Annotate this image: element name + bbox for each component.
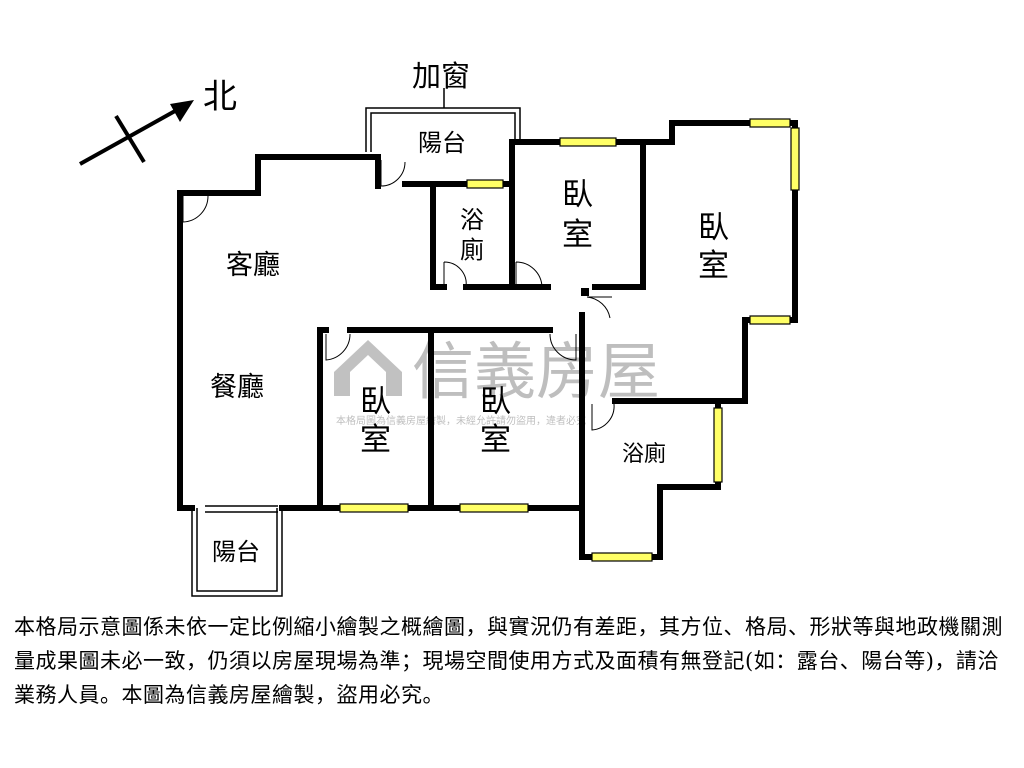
watermark: 信義房屋 本格局圖為信義房屋繪製，未經允許請勿盜用，違者必究 <box>334 335 660 427</box>
windows <box>339 118 800 562</box>
window-bedroom-b-side <box>790 127 800 191</box>
door-bath-small <box>443 261 467 288</box>
label-bath-small-1: 浴 <box>460 206 484 234</box>
label-bedroom-d-1: 臥 <box>480 384 511 420</box>
watermark-notice: 本格局圖為信義房屋繪製，未經允許請勿盜用，違者必究 <box>336 414 586 427</box>
door-bedroom-d <box>549 333 577 361</box>
floor-plan: 信義房屋 本格局圖為信義房屋繪製，未經允許請勿盜用，違者必究 北 <box>79 59 800 597</box>
column-marker <box>581 288 589 296</box>
label-bath-large: 浴廁 <box>622 442 666 467</box>
door-bath-large <box>591 403 615 431</box>
brand-logo <box>334 340 402 396</box>
watermark-brand: 信義房屋 <box>412 335 660 408</box>
label-bedroom-a-2: 室 <box>562 217 593 253</box>
window-bedroom-b-top <box>749 118 791 128</box>
doors <box>182 160 615 431</box>
compass: 北 <box>79 77 237 166</box>
window-bedroom-c <box>339 503 409 513</box>
door-bedroom-b <box>586 296 612 319</box>
disclaimer-text: 本格局示意圖係未依一定比例縮小繪製之概繪圖，與實況仍有差距，其方位、格局、形狀等… <box>14 615 1003 707</box>
label-dining-room: 餐廳 <box>210 372 264 403</box>
room-labels: 加窗 陽台 浴 廁 臥 室 臥 室 客廳 餐廳 臥 室 臥 室 浴廁 陽台 <box>210 59 729 566</box>
walls <box>177 120 798 560</box>
balcony-top-outline <box>365 88 521 152</box>
window-bath-large-side <box>713 407 723 483</box>
label-bedroom-c-1: 臥 <box>360 384 391 420</box>
door-entrance <box>182 195 209 223</box>
door-bedroom-c <box>325 333 351 361</box>
label-bedroom-a-1: 臥 <box>562 177 593 213</box>
label-bedroom-c-2: 室 <box>360 422 391 458</box>
window-bedroom-b-bottom <box>749 315 791 325</box>
door-balcony-top <box>380 160 406 187</box>
label-bedroom-b-2: 室 <box>698 248 729 284</box>
label-balcony-top: 陽台 <box>418 129 466 157</box>
compass-north-label: 北 <box>203 77 237 117</box>
label-living-room: 客廳 <box>226 250 280 281</box>
compass-arrow-icon <box>170 100 194 122</box>
label-bath-small-2: 廁 <box>460 236 484 264</box>
label-bedroom-d-2: 室 <box>480 422 511 458</box>
label-balcony-bottom: 陽台 <box>212 538 260 566</box>
door-bedroom-a <box>515 261 543 288</box>
window-bedroom-a <box>559 137 617 147</box>
window-bath-large-bottom <box>591 552 653 562</box>
window-bedroom-d <box>459 503 529 513</box>
window-bath-small <box>466 179 504 189</box>
label-bedroom-b-1: 臥 <box>698 210 729 246</box>
label-added-window: 加窗 <box>412 59 470 93</box>
balcony-bottom-outline <box>191 505 283 597</box>
